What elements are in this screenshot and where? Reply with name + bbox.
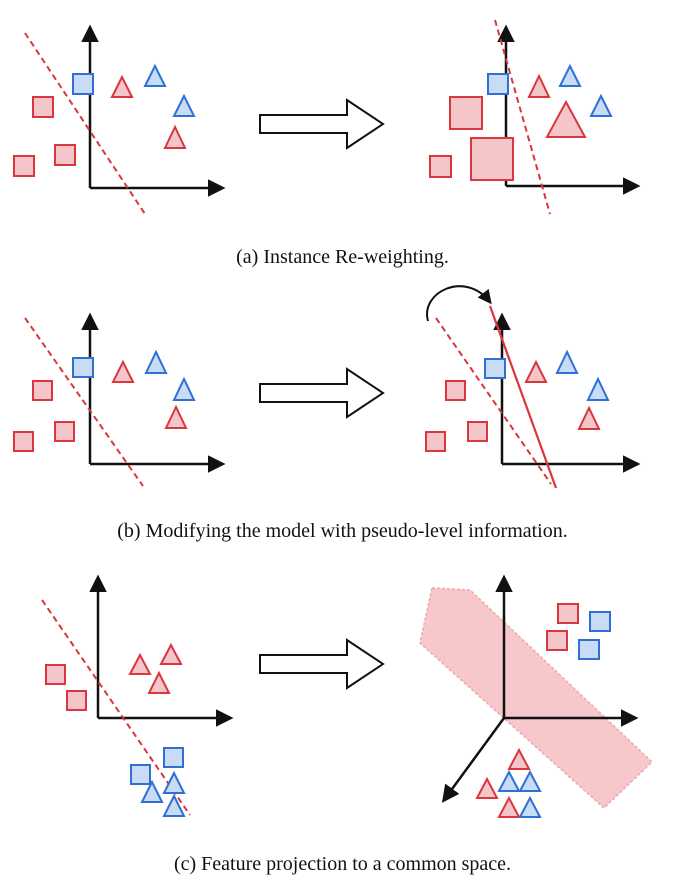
- new-boundary-solid: [488, 305, 558, 489]
- red-square-large: [449, 96, 483, 130]
- panel-c: [41, 574, 654, 818]
- caption-feature-projection: (c) Feature projection to a common space…: [173, 853, 512, 875]
- panel-b: [13, 285, 641, 489]
- red-square: [425, 431, 446, 452]
- transform-arrow-icon: [259, 98, 385, 150]
- red-square-large: [470, 137, 514, 181]
- blue-triangle: [589, 93, 613, 117]
- blue-square: [163, 747, 184, 768]
- panel-a: [13, 19, 641, 215]
- red-triangle: [147, 670, 171, 694]
- red-triangle: [527, 73, 551, 98]
- transform-arrow-icon: [259, 367, 385, 419]
- blue-triangle: [518, 795, 542, 818]
- red-triangle: [475, 776, 499, 799]
- panel-b-left-plot: [13, 312, 226, 487]
- blue-square: [130, 764, 151, 785]
- z-axis: [441, 717, 506, 803]
- caption-instance-reweighting: (a) Instance Re-weighting.: [236, 246, 449, 268]
- red-triangle: [164, 404, 188, 429]
- decision-boundary-dashed: [41, 599, 191, 816]
- blue-triangle: [144, 349, 168, 374]
- blue-triangle: [162, 793, 186, 817]
- blue-triangle: [518, 769, 542, 792]
- panel-a-left-plot: [13, 24, 226, 215]
- blue-square: [72, 357, 94, 378]
- red-triangle: [507, 747, 531, 770]
- red-square: [54, 144, 76, 166]
- decision-boundary-dashed: [494, 19, 551, 215]
- red-square: [557, 603, 579, 624]
- red-square: [54, 421, 75, 442]
- red-triangle: [110, 74, 134, 98]
- blue-triangle: [172, 376, 196, 401]
- panel-a-right-plot: [429, 19, 641, 215]
- red-square: [13, 431, 34, 452]
- red-square: [546, 630, 568, 651]
- blue-square: [589, 611, 611, 632]
- old-boundary-dashed: [435, 317, 552, 485]
- blue-square: [72, 73, 94, 95]
- red-square: [467, 421, 488, 442]
- panel-b-right-plot: [425, 285, 641, 489]
- blue-triangle: [143, 63, 167, 87]
- red-square: [445, 380, 466, 401]
- decision-boundary-dashed: [24, 32, 146, 215]
- panel-c-right-plot: [419, 574, 654, 818]
- red-triangle: [111, 359, 135, 383]
- red-square: [32, 380, 53, 401]
- red-triangle: [577, 405, 601, 430]
- red-triangle: [163, 124, 187, 149]
- blue-triangle: [555, 349, 579, 374]
- decision-boundary-dashed: [24, 317, 144, 487]
- blue-square: [487, 73, 509, 95]
- transform-arrow-icon: [259, 638, 385, 690]
- blue-triangle: [162, 770, 186, 794]
- red-triangle: [128, 652, 152, 675]
- red-square: [45, 664, 66, 685]
- red-square: [13, 155, 35, 177]
- blue-triangle: [586, 376, 610, 401]
- blue-square: [484, 358, 506, 379]
- red-square: [66, 690, 87, 711]
- red-triangle: [524, 359, 548, 383]
- blue-triangle: [140, 779, 164, 803]
- blue-triangle: [558, 63, 582, 87]
- red-square: [32, 96, 54, 118]
- red-square: [429, 155, 452, 178]
- common-space-plane: [419, 587, 654, 810]
- caption-model-modification: (b) Modifying the model with pseudo-leve…: [117, 520, 568, 542]
- rotate-arrow-icon: [426, 285, 492, 322]
- red-triangle: [497, 795, 521, 818]
- blue-square: [578, 639, 600, 660]
- panel-c-left-plot: [41, 574, 234, 817]
- red-triangle-large: [545, 99, 587, 138]
- blue-triangle: [172, 93, 196, 117]
- blue-triangle: [497, 769, 521, 792]
- red-triangle: [159, 642, 183, 665]
